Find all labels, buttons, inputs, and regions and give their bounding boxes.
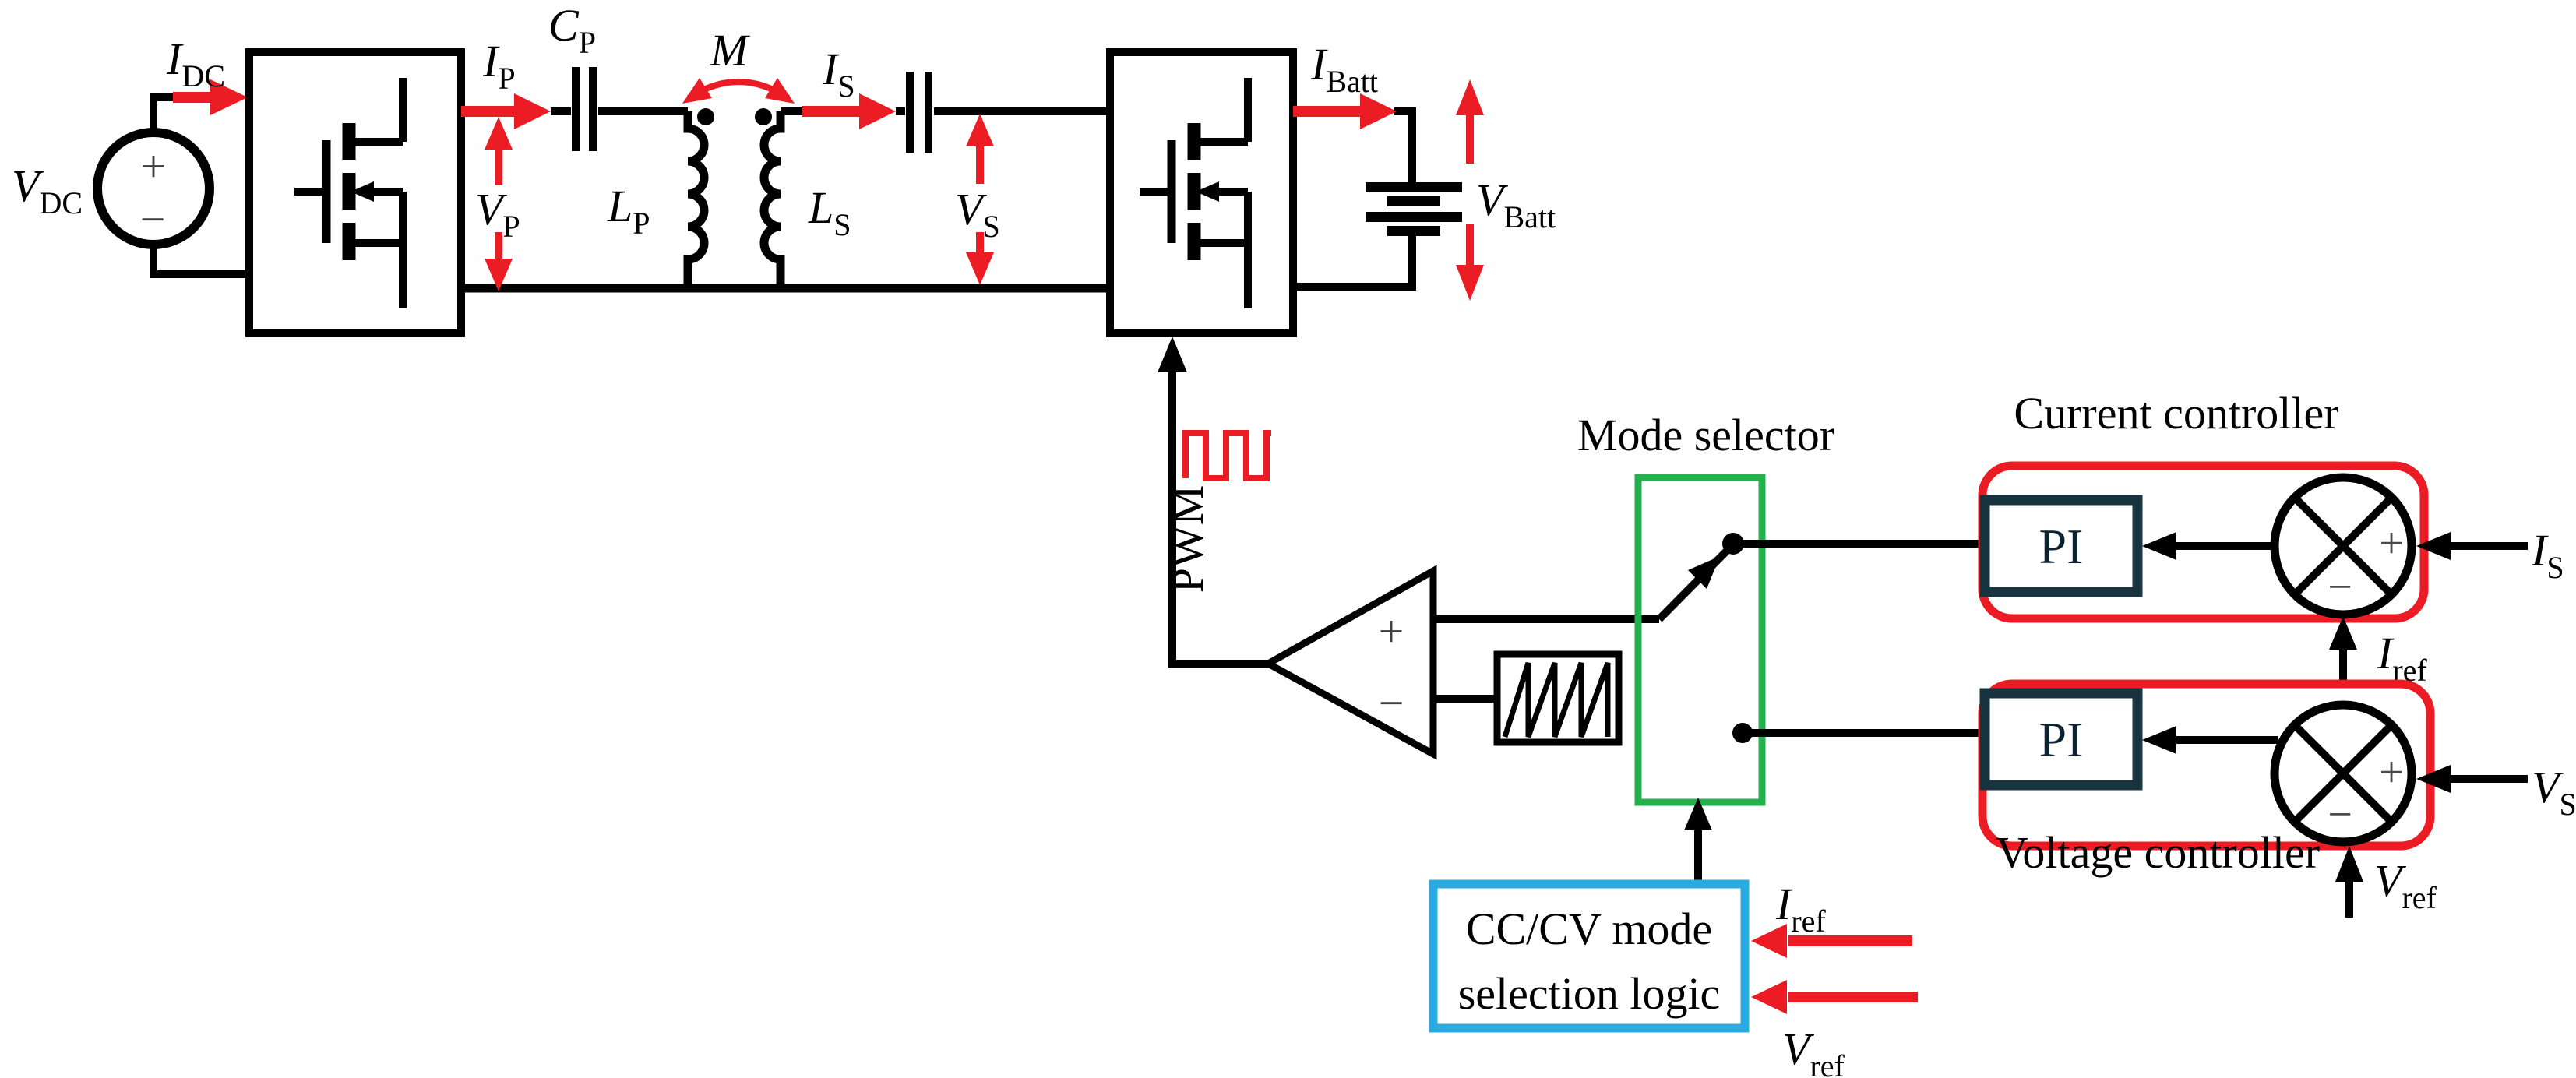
summing-junction-icon: + − xyxy=(2270,473,2416,619)
mutual-inductance-arrow-icon xyxy=(682,78,795,104)
label-lp: LP xyxy=(607,181,650,241)
iref-arrowhead-icon xyxy=(2329,616,2357,650)
label-idc: IDC xyxy=(166,33,225,93)
pi-block xyxy=(1979,688,2143,791)
vs-arrowhead-icon xyxy=(2416,765,2451,793)
label-iref-sum: Iref xyxy=(2377,628,2427,688)
ip-arrow-icon xyxy=(461,93,551,129)
label-is-top: IS xyxy=(822,44,855,104)
sum-minus-sign: − xyxy=(2328,791,2352,839)
wire-battery-top xyxy=(1394,107,1416,182)
coil-secondary-icon xyxy=(755,108,785,288)
polarity-dot-icon xyxy=(697,108,714,125)
switch-icon xyxy=(1656,533,1753,743)
source-plus-sign: + xyxy=(141,141,167,192)
label-mode-selector: Mode selector xyxy=(1577,410,1834,460)
wire-source-top xyxy=(150,93,173,132)
wire-source-bottom xyxy=(150,245,251,278)
idc-arrow-icon xyxy=(173,79,248,115)
label-ls: LS xyxy=(808,182,851,242)
label-m: M xyxy=(710,25,750,76)
pi-block-label: PI xyxy=(2039,519,2084,574)
label-current-controller: Current controller xyxy=(2014,388,2338,439)
label-cp: CP xyxy=(548,0,596,60)
vbatt-arrow-icon xyxy=(1456,79,1484,301)
sum-minus-sign: − xyxy=(2328,563,2352,611)
current-controller-box: PI + − xyxy=(1978,461,2429,623)
capacitor-primary-icon xyxy=(572,67,597,151)
label-vbatt: VBatt xyxy=(1476,174,1556,234)
polarity-dot-icon xyxy=(755,108,772,125)
coil-primary-icon xyxy=(683,108,714,288)
cc-cv-logic-box: CC/CV mode selection logic xyxy=(1429,879,1750,1033)
mosfet-icon xyxy=(1140,78,1252,308)
dc-voltage-source: + − xyxy=(93,128,214,249)
vp-arrow-icon xyxy=(485,117,513,291)
sum-plus-sign: + xyxy=(2379,520,2404,568)
label-ip: IP xyxy=(482,36,516,96)
label-vs-mid: VS xyxy=(955,184,1000,244)
switch-arrowhead-icon xyxy=(1688,556,1720,589)
label-vs-input: VS xyxy=(2532,762,2576,822)
wire-pwm xyxy=(1168,371,1268,668)
pi-block xyxy=(1979,495,2143,597)
ibatt-arrow-icon xyxy=(1293,93,1397,129)
label-is-input: IS xyxy=(2531,525,2564,585)
cccv-line1: CC/CV mode xyxy=(1466,904,1712,954)
capacitor-secondary-icon xyxy=(906,72,932,153)
vref-arrowhead-icon xyxy=(2335,846,2363,882)
source-circle-icon xyxy=(93,128,214,249)
label-vp: VP xyxy=(475,184,520,244)
comparator-plus-sign: + xyxy=(1379,606,1404,657)
pwm-waveform-icon xyxy=(1182,430,1271,481)
is-arrow-icon xyxy=(802,93,896,129)
sawtooth-generator-icon xyxy=(1493,650,1623,746)
vs-arrow-icon xyxy=(966,114,994,285)
label-voltage-controller: Voltage controller xyxy=(1996,827,2320,878)
pi-block-label: PI xyxy=(2039,712,2084,767)
cccv-line2: selection logic xyxy=(1458,968,1721,1019)
label-iref-box: Iref xyxy=(1775,879,1826,939)
power-stage: + − VDC IDC IP CP xyxy=(12,0,1556,337)
label-vref-sum: Vref xyxy=(2374,855,2437,915)
battery-icon xyxy=(1366,182,1462,236)
control-section: PWM + − Mode selector Current controller xyxy=(1158,336,2576,1078)
label-vdc: VDC xyxy=(12,160,83,220)
source-minus-sign: − xyxy=(140,194,166,245)
mosfet-icon xyxy=(294,78,407,308)
label-vref-box: Vref xyxy=(1782,1023,1845,1078)
mode-selector-box xyxy=(1634,474,1766,806)
label-pwm: PWM xyxy=(1162,485,1213,594)
voltage-controller-box: PI + − xyxy=(1978,679,2435,851)
pi-arrowhead-icon xyxy=(2142,532,2176,560)
pwm-arrowhead-icon xyxy=(1158,336,1187,372)
pi-arrowhead-icon xyxy=(2142,726,2176,754)
vref-reference-arrow-icon xyxy=(1751,980,1918,1014)
comparator-minus-sign: − xyxy=(1379,678,1404,728)
logic-arrowhead-icon xyxy=(1684,798,1712,830)
summing-junction-icon: + − xyxy=(2270,700,2416,847)
label-ibatt: IBatt xyxy=(1310,39,1378,99)
is-arrowhead-icon xyxy=(2416,532,2451,560)
comparator-icon xyxy=(1260,565,1437,760)
wire-battery-bottom xyxy=(1293,236,1416,291)
sum-plus-sign: + xyxy=(2379,749,2404,797)
iref-reference-arrow-icon xyxy=(1751,924,1912,958)
